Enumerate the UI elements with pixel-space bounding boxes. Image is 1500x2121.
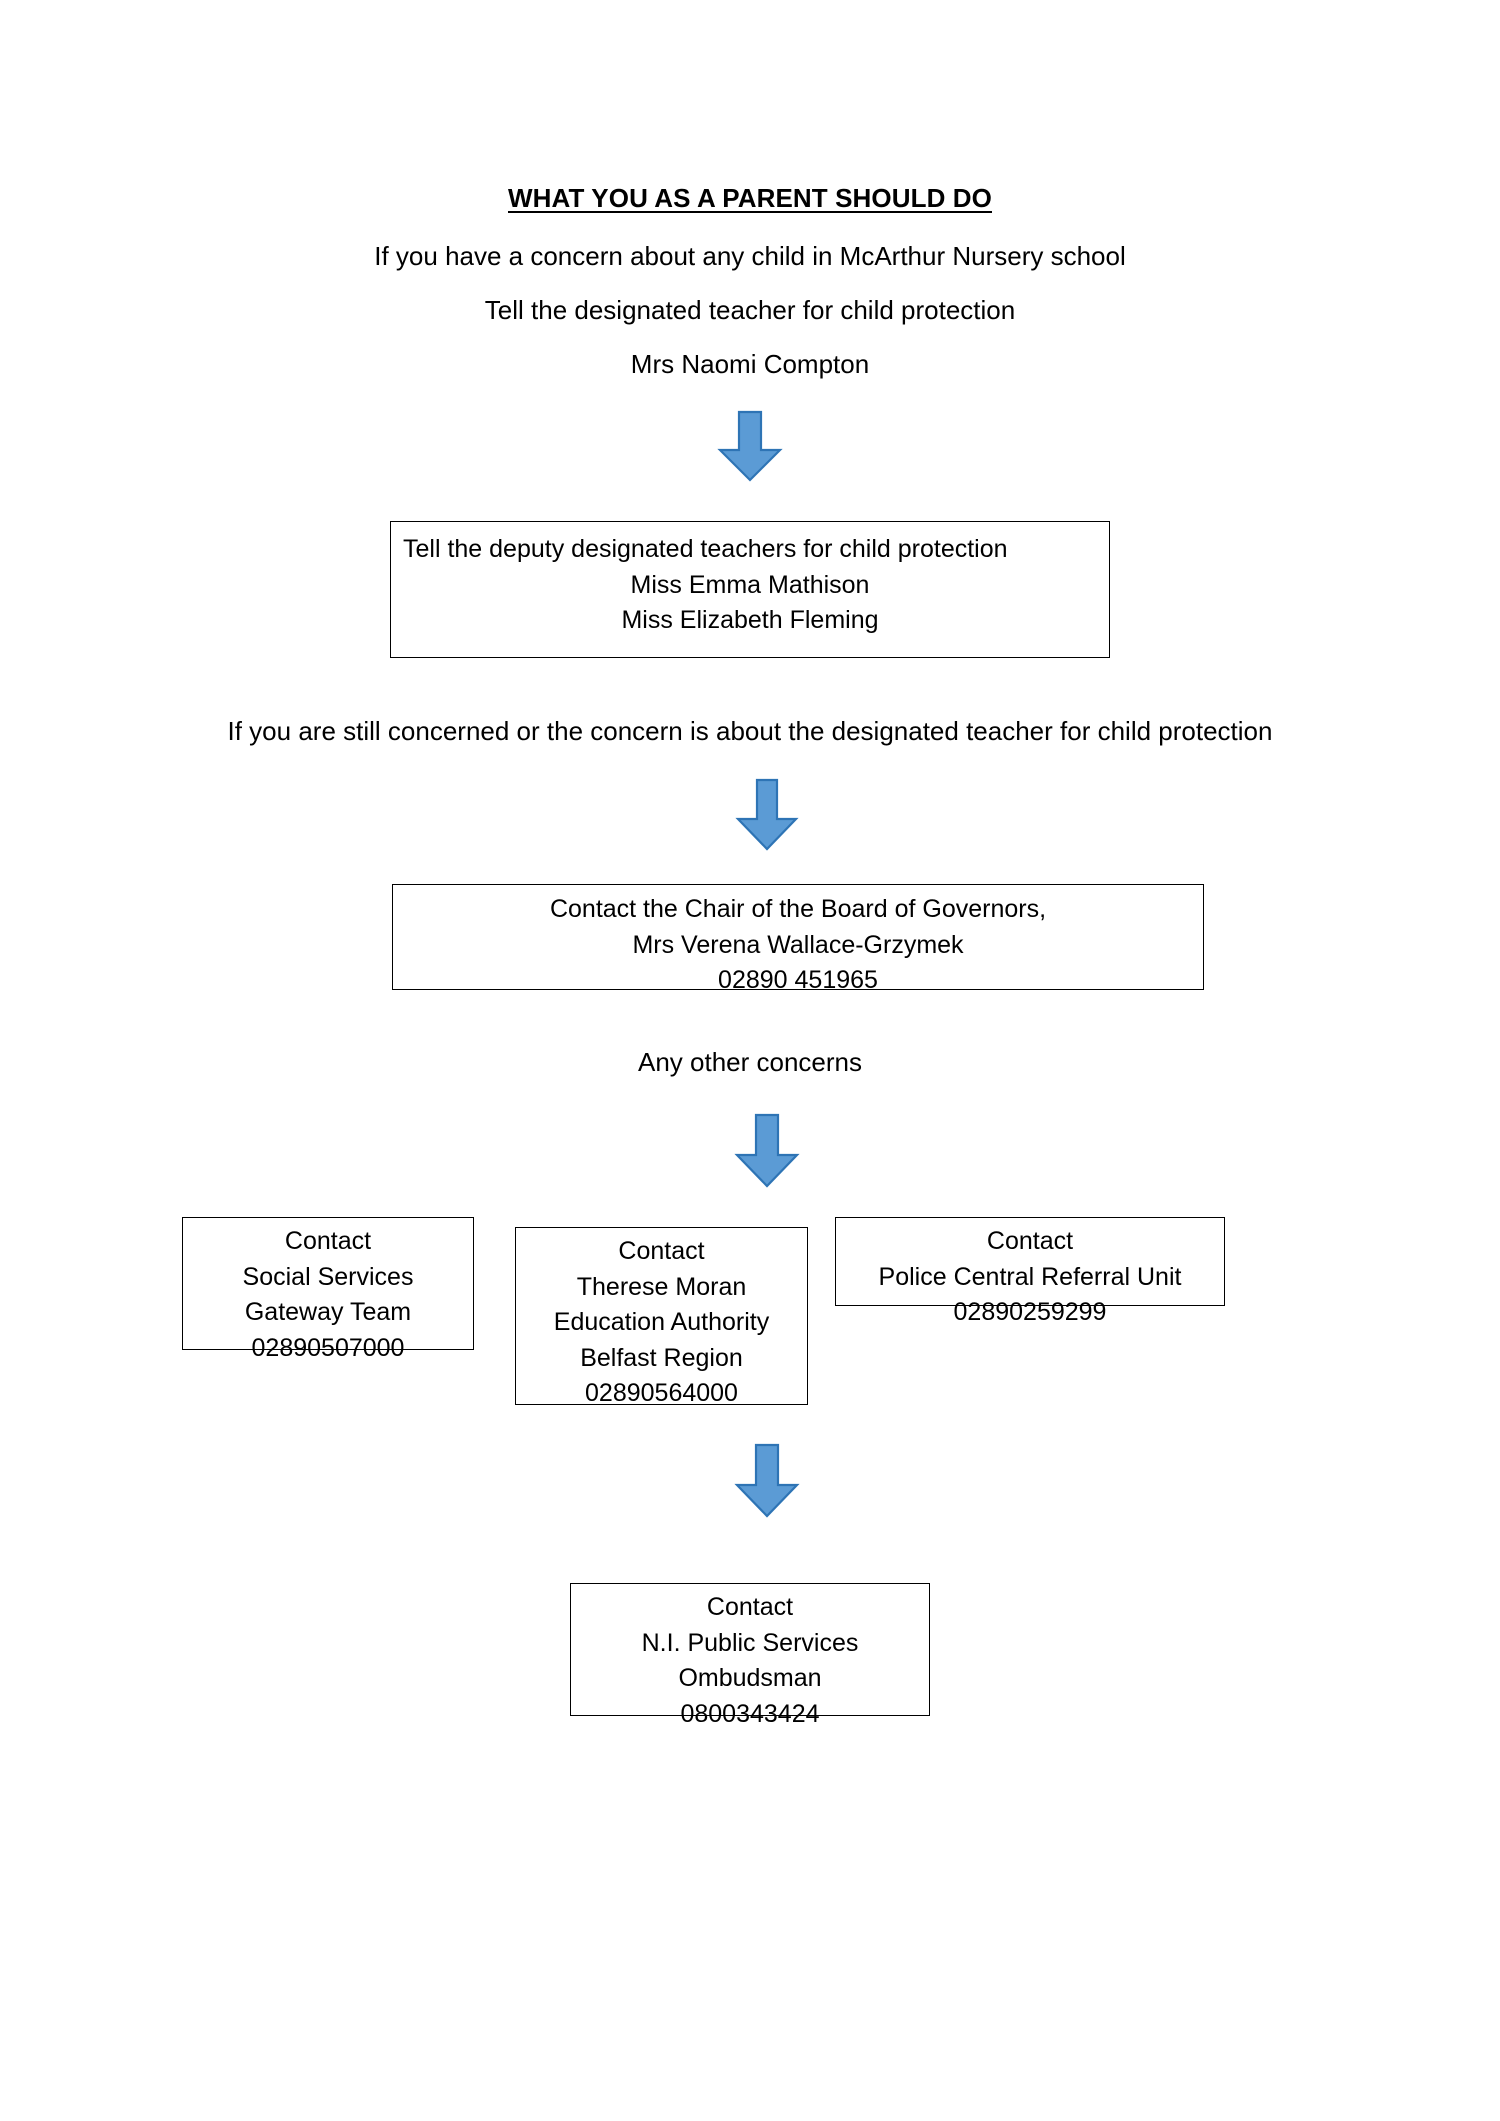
- education-authority-line-2: Therese Moran: [576, 1272, 747, 1301]
- social-services-line-2: Social Services: [242, 1262, 414, 1291]
- intro-line-concern: If you have a concern about any child in…: [374, 241, 1126, 271]
- governors-box-line-2: Mrs Verena Wallace-Grzymek: [632, 930, 964, 959]
- page-title: WHAT YOU AS A PARENT SHOULD DO: [508, 183, 992, 213]
- arrow-to-governors-box-icon: [733, 778, 801, 851]
- arrow-to-ombudsman-box-icon: [733, 1443, 801, 1518]
- contact-box-education-authority: Contact Therese Moran Education Authorit…: [515, 1227, 808, 1407]
- contact-box-social-services: Contact Social Services Gateway Team 028…: [182, 1217, 474, 1362]
- education-authority-line-3: Education Authority: [553, 1308, 770, 1336]
- social-services-phone: 02890507000: [251, 1333, 405, 1362]
- police-line-2: Police Central Referral Unit: [878, 1262, 1182, 1291]
- arrow-to-deputy-box-icon: [716, 410, 784, 482]
- contact-box-ni-public-services-ombudsman: Contact N.I. Public Services Ombudsman 0…: [570, 1583, 930, 1728]
- intro-line-designated-teacher: Tell the designated teacher for child pr…: [484, 295, 1016, 325]
- education-authority-line-1: Contact: [618, 1237, 705, 1265]
- deputy-designated-teachers-box: Tell the deputy designated teachers for …: [390, 521, 1110, 658]
- board-of-governors-box: Contact the Chair of the Board of Govern…: [392, 884, 1204, 994]
- deputy-box-line-1: Tell the deputy designated teachers for …: [403, 535, 1008, 563]
- contact-box-police-central-referral-unit: Contact Police Central Referral Unit 028…: [835, 1217, 1225, 1326]
- social-services-line-1: Contact: [284, 1227, 372, 1255]
- intro-line-designated-teacher-name: Mrs Naomi Compton: [630, 349, 870, 379]
- governors-box-line-3: 02890 451965: [718, 966, 878, 994]
- deputy-box-line-3: Miss Elizabeth Fleming: [621, 606, 879, 634]
- escalation-text: If you are still concerned or the concer…: [227, 716, 1273, 746]
- ombudsman-line-3: Ombudsman: [678, 1664, 822, 1692]
- education-authority-line-4: Belfast Region: [580, 1343, 743, 1372]
- ombudsman-line-2: N.I. Public Services: [641, 1628, 859, 1657]
- social-services-line-3: Gateway Team: [244, 1298, 412, 1326]
- ombudsman-line-1: Contact: [706, 1593, 794, 1621]
- governors-box-line-1: Contact the Chair of the Board of Govern…: [549, 895, 1047, 923]
- education-authority-phone: 02890564000: [585, 1379, 738, 1407]
- arrow-to-contact-boxes-icon: [733, 1113, 801, 1188]
- ombudsman-phone: 0800343424: [680, 1699, 820, 1728]
- police-phone: 02890259299: [953, 1298, 1107, 1326]
- deputy-box-line-2: Miss Emma Mathison: [630, 570, 870, 599]
- police-line-1: Contact: [986, 1227, 1074, 1255]
- any-other-concerns-text: Any other concerns: [637, 1047, 862, 1077]
